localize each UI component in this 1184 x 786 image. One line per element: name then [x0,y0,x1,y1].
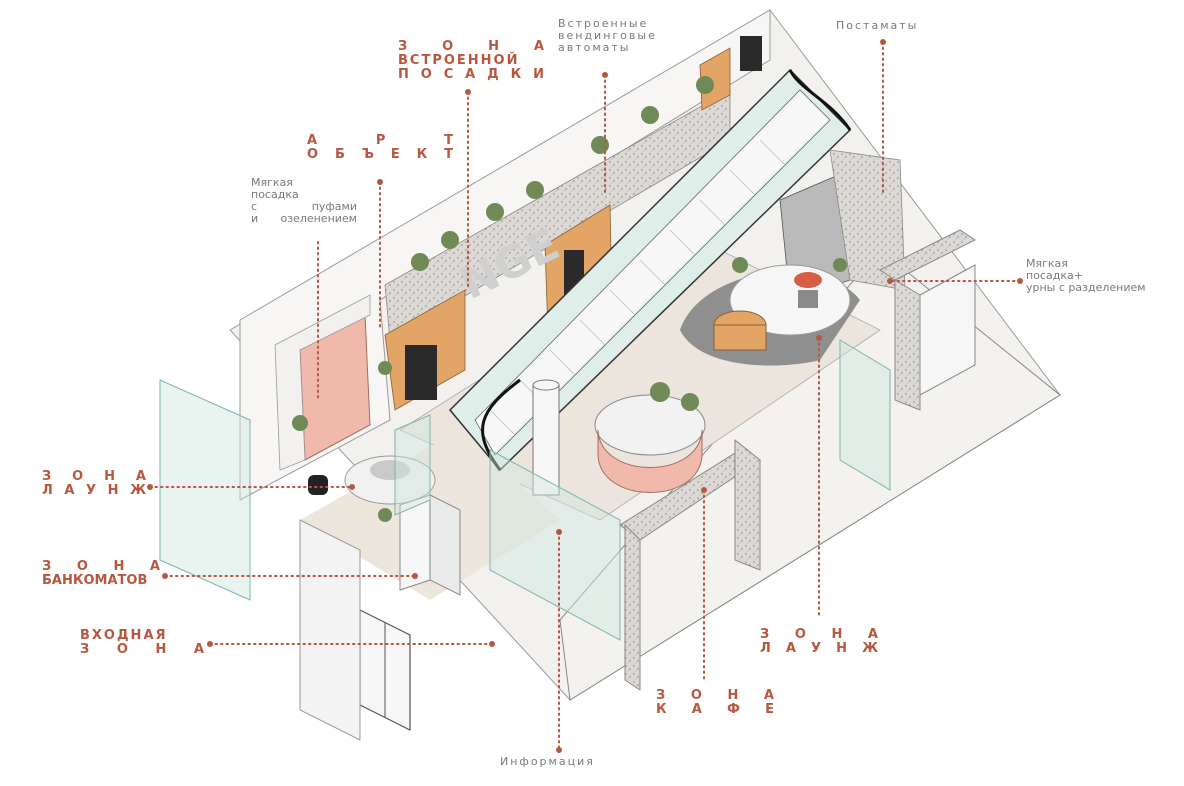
glass-partitions [159,339,891,641]
entrance-label: ВХОДНАЯ З О Н А [80,628,204,657]
leader-dots [147,39,1023,753]
cafe-label: З О Н А К А Ф Е [656,688,774,717]
leader-lines [149,41,1021,751]
soft-seating-right-label: Мягкая посадка+ урны с разделением [1026,257,1146,294]
info-label: Информация [500,755,595,768]
plants [292,76,847,522]
vending-label: Встроенные вендинговые автоматы [558,17,657,54]
lounge-left-label: З О Н А Л А У Н Ж [42,469,146,498]
cafe-counter [594,394,706,493]
lounge-right-seating [713,264,851,351]
postamats-label: Постаматы [836,19,919,32]
lounge-right-label: З О Н А Л А У Н Ж [760,627,878,656]
atms [399,494,461,596]
soft-seating-left-label: Мягкая посадка с пуфами и озеленением [251,176,357,225]
escalators [448,68,852,472]
terrazzo-walls [619,229,976,691]
lounge-left-seating [308,455,436,505]
atm-zone-label: З О Н А БАНКОМАТОВ [42,559,160,588]
art-object-label: А Р Т О Б Ъ Е К Т [307,133,453,162]
seating-zone-label: З О Н А ВСТРОЕННОЙ П О С А Д К И [398,39,544,82]
info-column [532,379,560,496]
